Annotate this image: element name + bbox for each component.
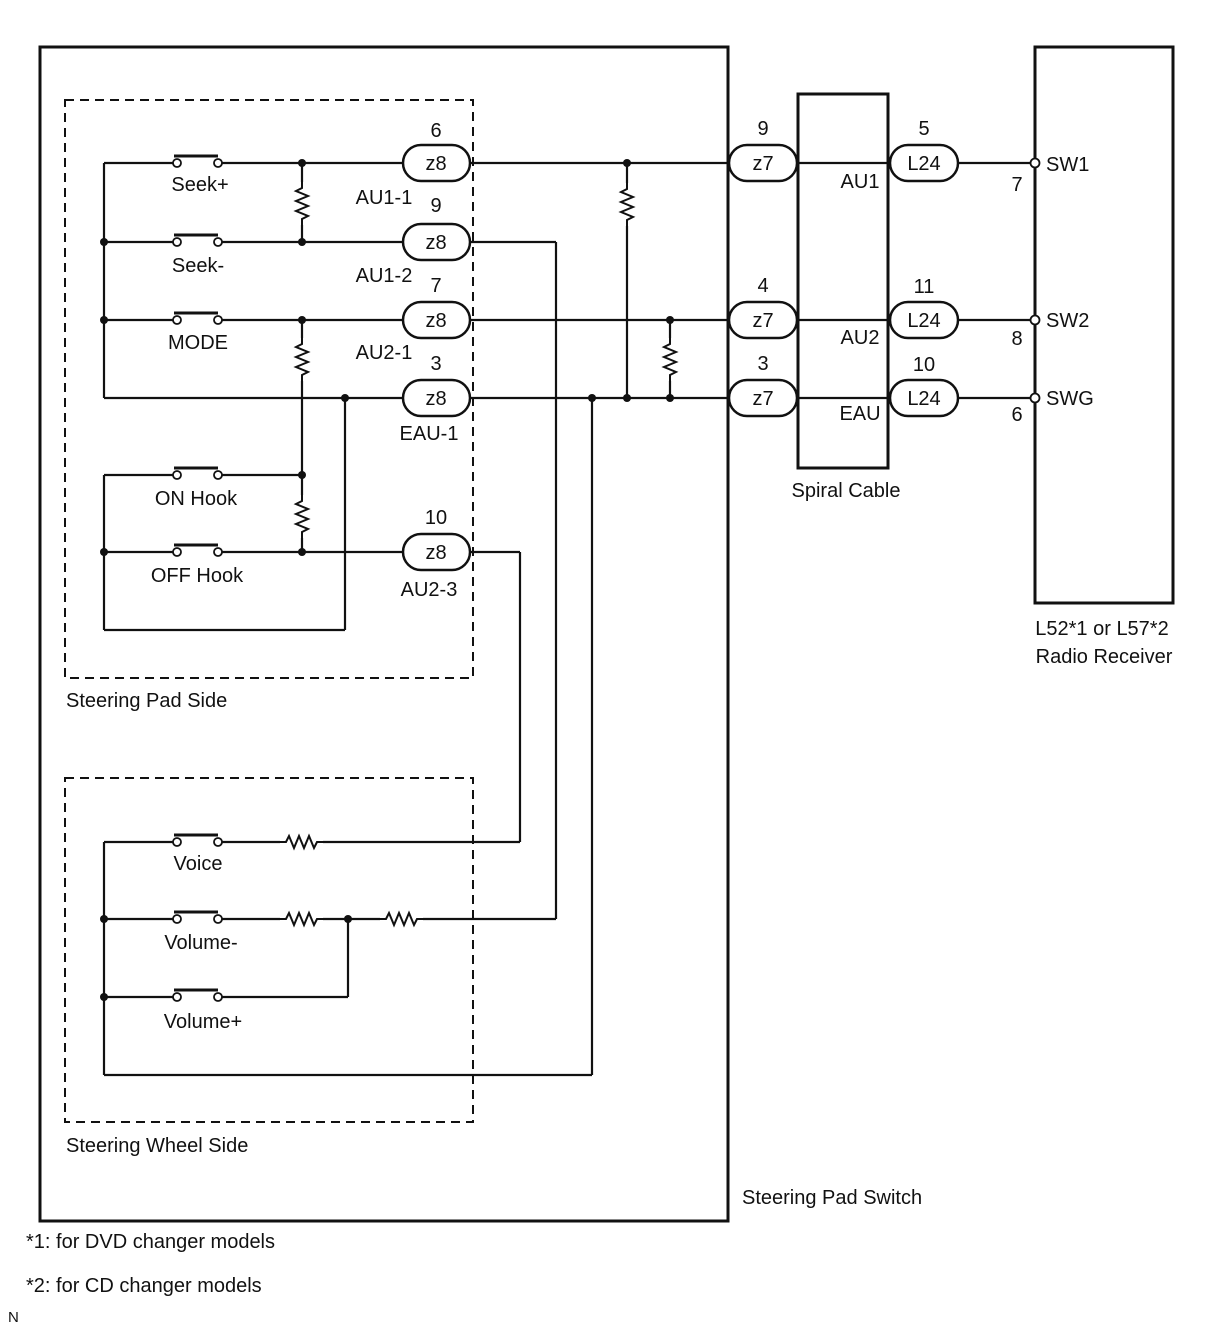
switch-seek-minus	[172, 233, 223, 247]
spiral-cable-label: Spiral Cable	[792, 480, 901, 502]
connector-pin: 9	[757, 118, 768, 140]
connector-name: AU2-3	[401, 579, 458, 601]
note-cd: *2: for CD changer models	[26, 1275, 262, 1297]
connector-name: AU1-1	[356, 187, 413, 209]
connector-name: AU1-2	[356, 265, 413, 287]
radio-receiver-label-1: L52*1 or L57*2	[1035, 618, 1168, 640]
terminal-name: SWG	[1046, 388, 1094, 410]
note-dvd: *1: for DVD changer models	[26, 1231, 275, 1253]
connector-code: L24	[907, 153, 940, 175]
terminal-pin: 7	[1011, 174, 1022, 196]
connector-au2-3: z8 10 AU2-3	[401, 507, 472, 601]
connector-eau-1: z8 3 EAU-1	[400, 353, 472, 445]
connector-receiver-sw2: L24 11 8 SW2	[888, 276, 1089, 350]
terminal-pin: 6	[1011, 404, 1022, 426]
wheel-side-wiring	[100, 835, 592, 1077]
switch-label-seek-plus: Seek+	[171, 174, 228, 196]
steering-pad-side-label: Steering Pad Side	[66, 690, 227, 712]
switch-volume-plus	[172, 988, 223, 1002]
switch-label-volume-minus: Volume-	[164, 932, 237, 954]
connector-code: z7	[752, 153, 773, 175]
connector-pin: 3	[757, 353, 768, 375]
interconnect-wiring	[470, 157, 1041, 1075]
switch-label-mode: MODE	[168, 332, 228, 354]
switch-mode	[172, 311, 223, 325]
connector-name: AU2-1	[356, 342, 413, 364]
steering-pad-switch-label: Steering Pad Switch	[742, 1187, 922, 1209]
connector-spiral-eau: z7 3 EAU	[727, 353, 881, 425]
terminal-name: SW2	[1046, 310, 1089, 332]
switch-off-hook	[172, 543, 223, 557]
connector-receiver-sw1: L24 5 7 SW1	[888, 118, 1089, 196]
connector-name: EAU	[839, 403, 880, 425]
connector-code: z8	[425, 232, 446, 254]
connector-code: z7	[752, 310, 773, 332]
corner-mark: N	[8, 1309, 19, 1326]
steering-wheel-side-region	[64, 777, 474, 1123]
connector-code: L24	[907, 310, 940, 332]
switch-on-hook	[172, 466, 223, 480]
connector-pin: 9	[430, 195, 441, 217]
connector-pin: 7	[430, 275, 441, 297]
steering-pad-switch-box	[38, 45, 730, 1223]
connector-name: EAU-1	[400, 423, 459, 445]
connector-code: z7	[752, 388, 773, 410]
connector-code: z8	[425, 388, 446, 410]
connector-spiral-au1: z7 9 AU1	[727, 118, 880, 193]
steering-pad-side-region	[64, 99, 474, 679]
connector-au1-1: z8 6 AU1-1	[356, 120, 472, 209]
radio-receiver-label-2: Radio Receiver	[1036, 646, 1173, 668]
connector-au1-2: z8 9 AU1-2	[356, 195, 472, 287]
connector-pin: 11	[914, 276, 935, 298]
switch-voice	[172, 833, 223, 847]
switch-seek-plus	[172, 154, 223, 168]
connector-au2-1: z8 7 AU2-1	[356, 275, 472, 364]
switch-label-voice: Voice	[174, 853, 223, 875]
switch-label-on-hook: ON Hook	[155, 488, 238, 510]
connector-pin: 5	[918, 118, 929, 140]
connector-code: z8	[425, 310, 446, 332]
terminal-pin: 8	[1011, 328, 1022, 350]
spiral-cable-box	[796, 92, 890, 470]
connector-code: z8	[425, 542, 446, 564]
terminal-name: SW1	[1046, 154, 1089, 176]
switch-label-volume-plus: Volume+	[164, 1011, 242, 1033]
connector-code: z8	[425, 153, 446, 175]
connector-pin: 4	[757, 275, 768, 297]
connector-pin: 10	[425, 507, 447, 529]
pad-side-wiring	[100, 159, 403, 632]
switch-label-seek-minus: Seek-	[172, 255, 224, 277]
connector-receiver-swg: L24 10 6 SWG	[888, 354, 1094, 426]
connector-pin: 10	[913, 354, 935, 376]
connector-code: L24	[907, 388, 940, 410]
switch-volume-minus	[172, 910, 223, 924]
steering-wheel-side-label: Steering Wheel Side	[66, 1135, 248, 1157]
connector-pin: 6	[430, 120, 441, 142]
connector-name: AU2	[841, 327, 880, 349]
connector-name: AU1	[841, 171, 880, 193]
connector-pin: 3	[430, 353, 441, 375]
switch-label-off-hook: OFF Hook	[151, 565, 244, 587]
connector-spiral-au2: z7 4 AU2	[727, 275, 880, 349]
